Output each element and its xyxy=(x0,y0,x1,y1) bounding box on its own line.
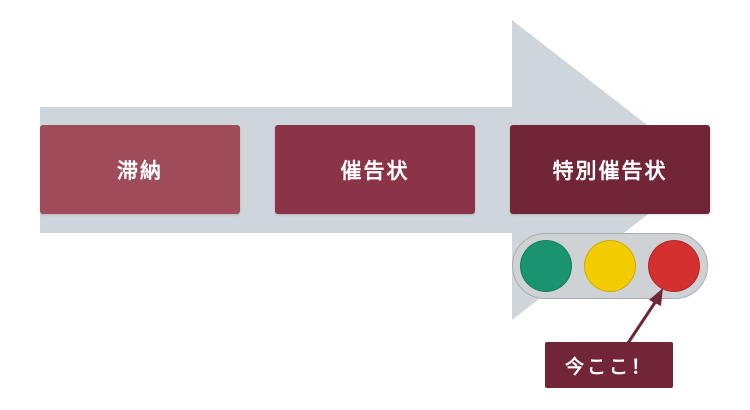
current-position-callout: 今ここ！ xyxy=(545,342,673,388)
step-delinquency: 滞納 xyxy=(40,125,240,214)
step-delinquency-label: 滞納 xyxy=(117,158,163,183)
traffic-light xyxy=(512,233,708,299)
traffic-light-green-lamp xyxy=(520,240,572,292)
current-position-callout-label: 今ここ！ xyxy=(564,355,653,378)
step-special-reminder-notice-label: 特別催告状 xyxy=(552,158,668,183)
step-special-reminder-notice: 特別催告状 xyxy=(510,125,710,214)
traffic-light-yellow-lamp xyxy=(584,240,636,292)
traffic-light-red-lamp xyxy=(648,240,700,292)
step-reminder-notice: 催告状 xyxy=(275,125,475,214)
step-reminder-notice-label: 催告状 xyxy=(340,158,410,183)
